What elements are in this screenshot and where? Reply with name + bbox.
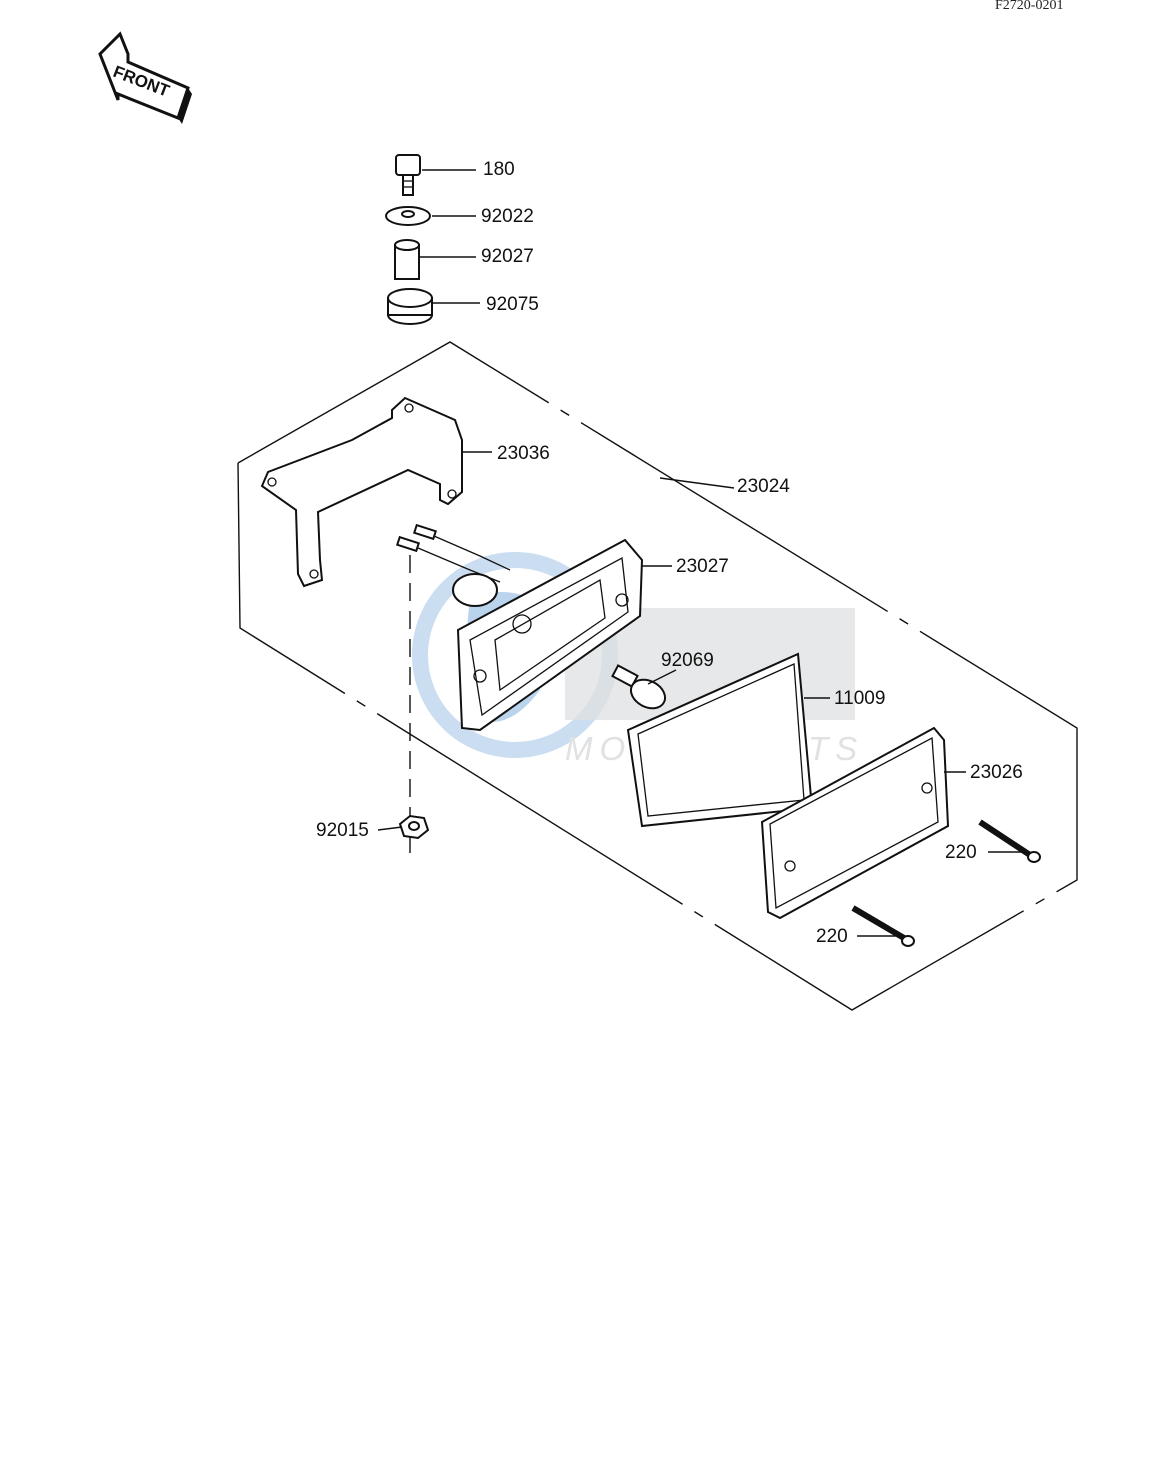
collar-92027 [394,239,420,280]
part-label-92027: 92027 [481,246,534,267]
part-label-92015: 92015 [316,820,369,841]
kit-outline [237,341,1078,1011]
bolt-180 [395,154,421,196]
washer-92022 [385,206,431,226]
reference-code: F2720-0201 [995,0,1063,13]
part-label-11009: 11009 [834,688,885,709]
part-label-220-upper: 220 [945,842,977,863]
part-label-23027: 23027 [676,556,729,577]
bulb-92069 [611,664,667,710]
wire-terminals [395,523,511,860]
grommet-92075 [387,288,433,325]
part-label-92075: 92075 [486,294,539,315]
part-label-23024: 23024 [737,476,790,497]
part-labels: 180 92022 92027 92075 23036 23024 23027 … [316,159,1023,947]
part-label-23026: 23026 [970,762,1023,783]
front-arrow-icon: FRONT [98,31,192,124]
screw-220-upper [978,819,1041,863]
lens-23026 [760,726,950,920]
part-label-220-lower: 220 [816,926,848,947]
part-label-180: 180 [483,159,515,180]
bracket-23036 [260,396,463,588]
lamp-housing-23027 [452,538,644,732]
screw-220-lower [851,905,915,947]
nut-92015 [398,814,430,840]
leader-lines [377,169,1030,937]
part-label-92069: 92069 [661,650,714,671]
part-label-23036: 23036 [497,443,550,464]
part-label-92022: 92022 [481,206,534,227]
